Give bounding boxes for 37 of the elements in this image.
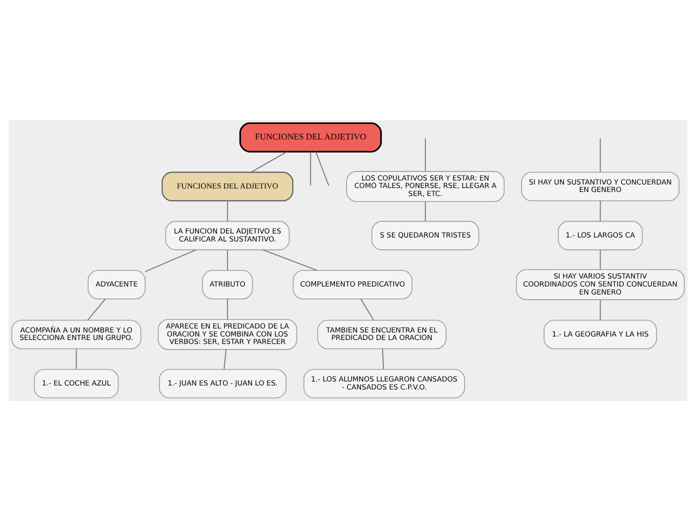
node-box: LA FUNCION DEL ADJETIVO ES CALIFICAR AL SUSTANTIVO. (165, 220, 290, 250)
node-box: S SE QUEDARON TRISTES (372, 220, 480, 250)
connector (87, 298, 106, 320)
connector (310, 150, 312, 186)
connector (424, 137, 426, 172)
connector (224, 348, 227, 370)
node-box: FUNCIONES DEL ADJETIVO (162, 171, 294, 201)
node-box: COMPLEMENTO PREDICATIVO (292, 270, 412, 299)
connector (227, 200, 228, 222)
connector (600, 248, 601, 270)
node-box: 1.- LOS ALUMNOS LLEGARON CANSADOS - CANSADOS ES C.P.V.O. (303, 368, 465, 398)
connector (600, 200, 601, 222)
node-box: FUNCIONES DEL ADJETIVO (239, 122, 382, 152)
connector (600, 298, 601, 320)
connector (76, 348, 77, 370)
node-box: 1.- LOS LARGOS CA (558, 220, 643, 250)
connector (360, 298, 374, 320)
connector (315, 150, 330, 186)
connector (382, 348, 384, 370)
connector (600, 137, 601, 172)
node-box: 1.- EL COCHE AZUL (34, 368, 119, 398)
connector (144, 248, 196, 272)
connector (424, 200, 426, 222)
node-box: SI HAY VARIOS SUSTANTIV COORDINADOS CON SENTID CONCUERDAN EN GENERO (516, 268, 685, 300)
connector (227, 298, 228, 320)
connector (250, 150, 288, 172)
node-box: ATRIBUTO (202, 270, 253, 299)
node-box: ACOMPAÑA A UN NOMBRE Y LO SELECCIONA ENTRE UN GRUPO. (11, 319, 142, 349)
node-box: 1.- LA GEOGRAFIA Y LA HIS (544, 319, 657, 349)
node-box: TAMBIEN SE ENCUENTRA EN EL PREDICADO DE LA ORACION (317, 319, 446, 349)
node-box: ADYACENTE (88, 270, 146, 299)
node-box: APARECE EN EL PREDICADO DE LA ORACION Y SE COMBINA CON LOS VERBOS: SER, ESTAR Y PARECER (158, 318, 298, 350)
connector (262, 248, 318, 270)
node-box: SI HAY UN SUSTANTIVO Y CONCUERDAN EN GENERO (521, 171, 680, 201)
node-box: LOS COPULATIVOS SER Y ESTAR: EN COMO TALES, PONERSE, RSE, LLEGAR A SER, ETC. (346, 170, 505, 202)
connector (227, 248, 228, 270)
node-box: 1.- JUAN ES ALTO - JUAN LO ES. (159, 368, 286, 398)
